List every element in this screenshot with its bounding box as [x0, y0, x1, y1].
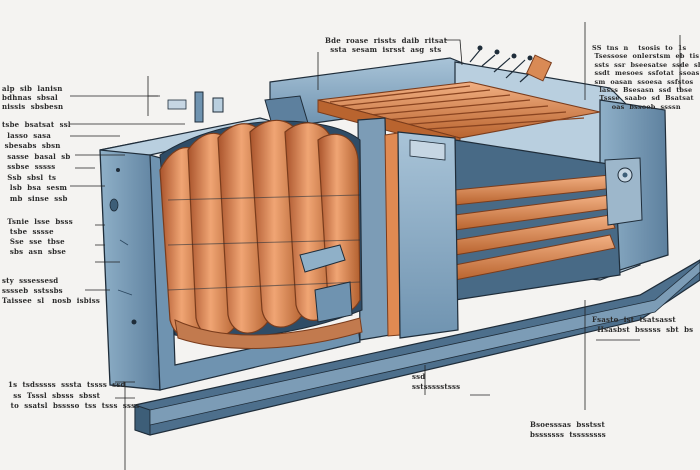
right-coil-stack [454, 139, 643, 301]
callout-bottom-mid: ssd sstssssstsss [412, 372, 461, 391]
callout-leaders [70, 22, 681, 470]
callout-right-mid: Fsasto ist tsatsasst Hsasbst bsssss sbt … [592, 315, 694, 334]
callout-left-3: Tsnie lsse bsss tsbe sssse Sse sse tbse … [7, 217, 73, 256]
callout-bottom-left: 1s tsdsssss sssta tssss ssd ss Tsssl sbs… [8, 380, 140, 410]
callout-top-center: Bde roase rissts daib ritsat ssta sesam … [325, 36, 448, 54]
callout-left-2: tsbe bsatsat ssl lasso sasa sbesabs sbsn… [2, 120, 71, 203]
callout-left-1: alp sib lanisn bdhnas sbsal nissis sbsbe… [2, 84, 64, 111]
core-plates [357, 117, 459, 341]
callout-top-right: SS tns n tsosis to 1s Tsessose onlerstsm… [592, 44, 700, 111]
main-copper-coil [159, 119, 363, 349]
callout-left-4: sty sssessesd sssseb sstssbs Taissee sl … [2, 276, 101, 305]
callout-bottom-right: Bsoesssas bsstsst bsssssss tssssssss [530, 420, 606, 439]
top-terminals [167, 45, 553, 123]
base-plate [134, 259, 700, 436]
